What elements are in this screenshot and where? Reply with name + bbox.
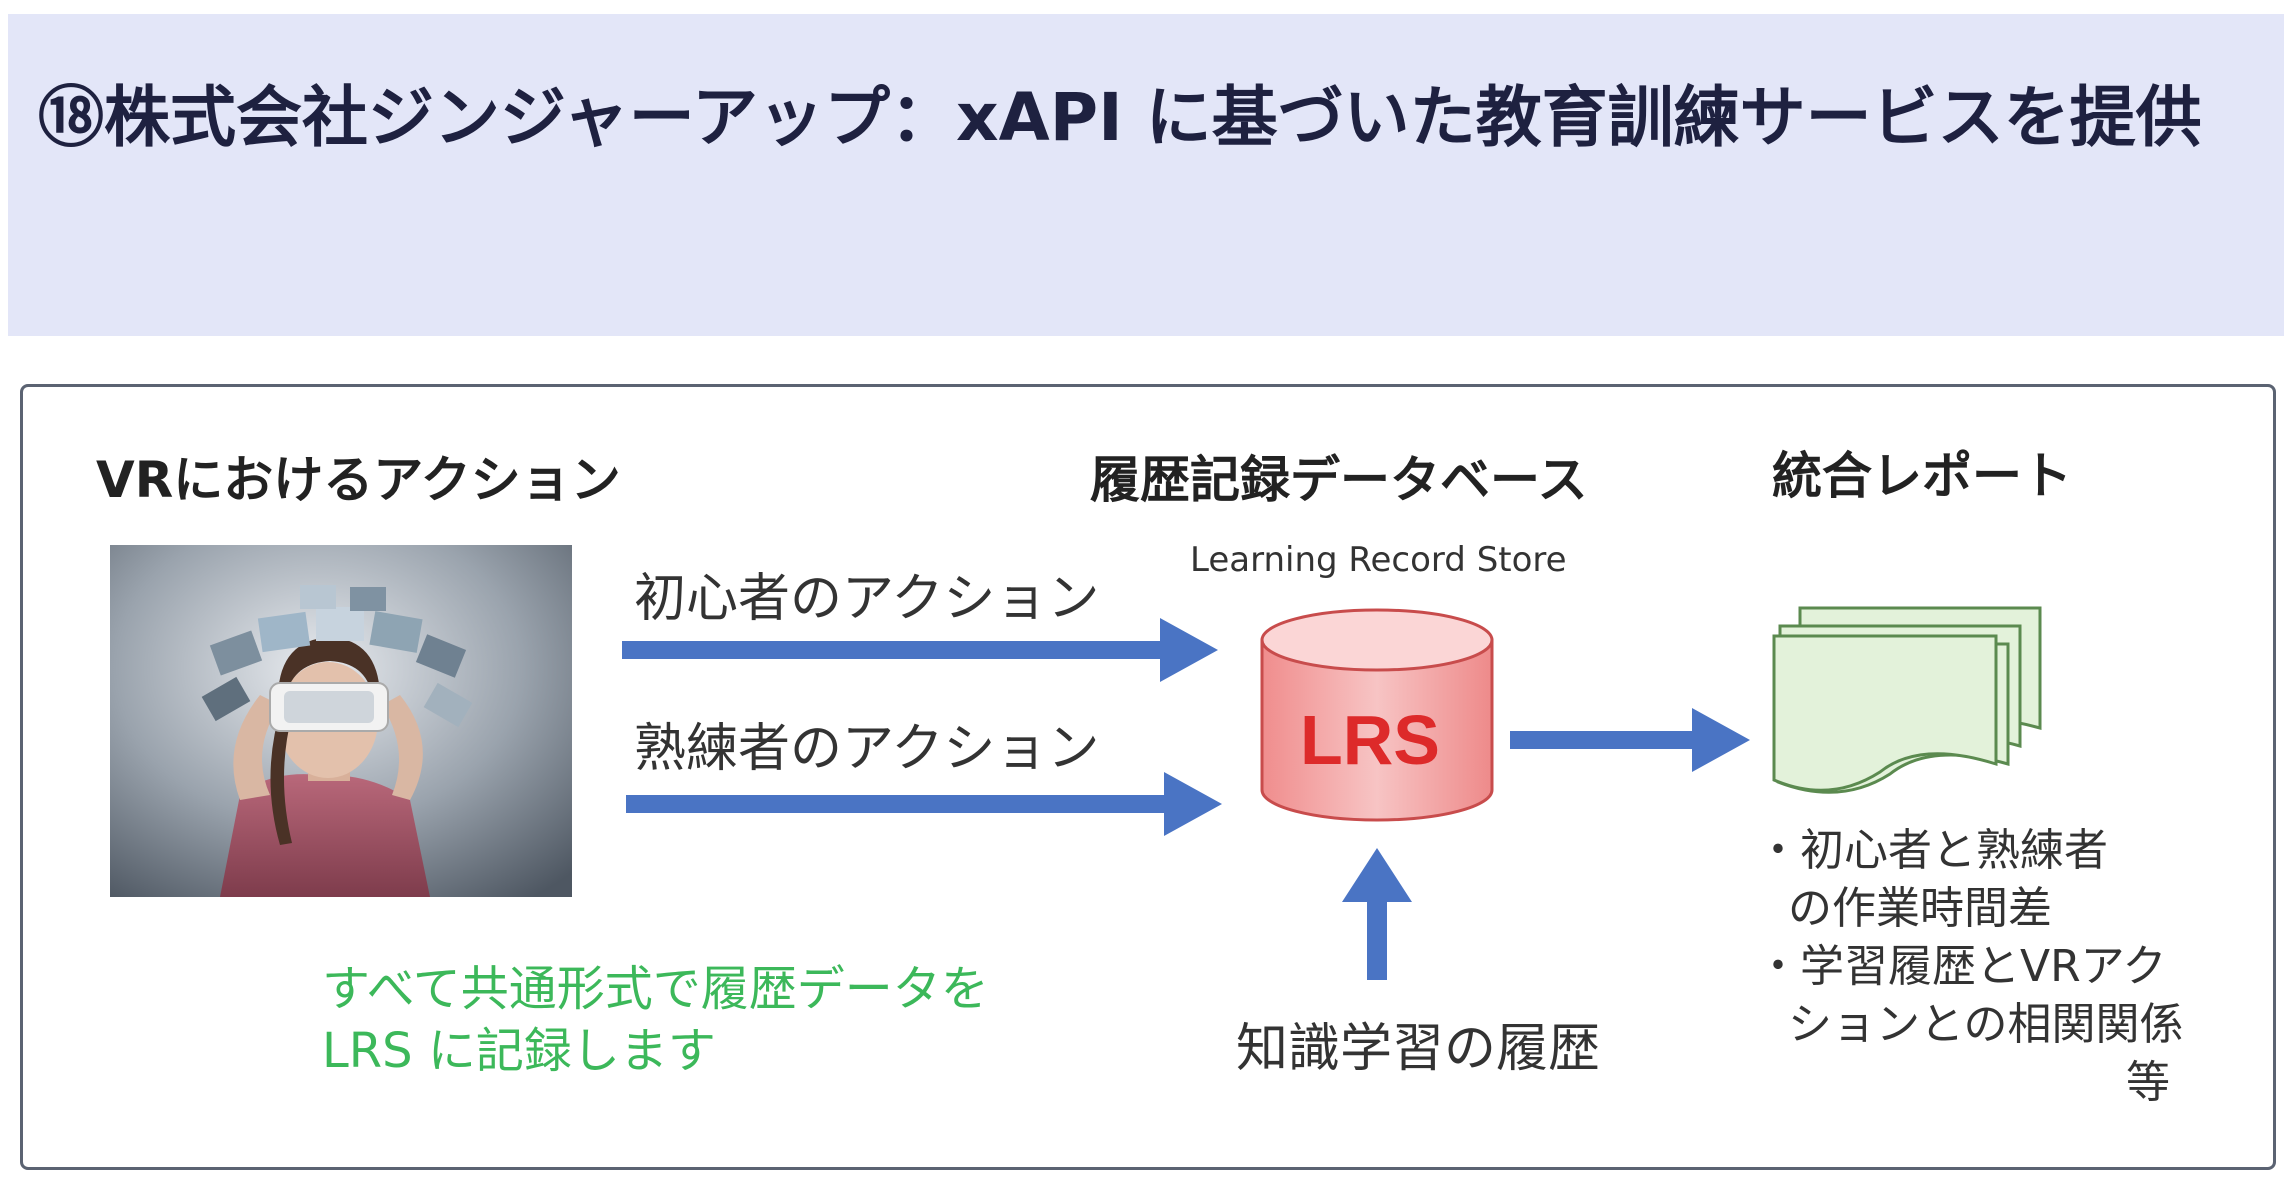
knowledge-arrow <box>1342 848 1412 980</box>
report-document-icon <box>1772 606 2042 794</box>
lrs-to-report-arrow <box>1510 708 1750 772</box>
lrs-subtitle: Learning Record Store <box>1190 540 1567 580</box>
beginner-action-label: 初心者のアクション <box>634 569 1100 629</box>
report-item-1-line-2: の作業時間差 <box>1788 883 2052 934</box>
lrs-record-note: すべて共通形式で履歴データを LRS に記録します <box>322 958 989 1082</box>
report-item-2-line-1: ・学習履歴とVRアク <box>1756 941 2167 992</box>
report-items: ・初心者と熟練者 の作業時間差 ・学習履歴とVRアク ションとの相関関係 等 <box>1756 822 2184 1112</box>
note-line-1: すべて共通形式で履歴データを <box>322 961 989 1017</box>
beginner-arrow <box>622 618 1218 682</box>
report-item-2-line-2: ションとの相関関係 <box>1788 999 2184 1050</box>
report-item-1-line-1: ・初心者と熟練者 <box>1756 825 2108 876</box>
expert-arrow <box>626 772 1222 836</box>
note-line-2: LRS に記録します <box>322 1023 716 1079</box>
title-banner: ⑱株式会社ジンジャーアップ：xAPI に基づいた教育訓練サービスを提供 <box>8 14 2284 336</box>
lrs-cylinder <box>1260 608 1494 822</box>
expert-action-label: 熟練者のアクション <box>634 719 1100 779</box>
report-item-2-line-3: 等 <box>2126 1057 2170 1108</box>
heading-vr-action: VRにおけるアクション <box>96 451 621 509</box>
page-title: ⑱株式会社ジンジャーアップ：xAPI に基づいた教育訓練サービスを提供 <box>38 79 2202 156</box>
heading-history-db: 履歴記録データベース <box>1090 451 1588 509</box>
vr-headset-photo <box>110 545 572 897</box>
lrs-label: LRS <box>1300 701 1440 779</box>
knowledge-history-label: 知識学習の履歴 <box>1236 1019 1601 1079</box>
heading-report: 統合レポート <box>1772 447 2072 505</box>
